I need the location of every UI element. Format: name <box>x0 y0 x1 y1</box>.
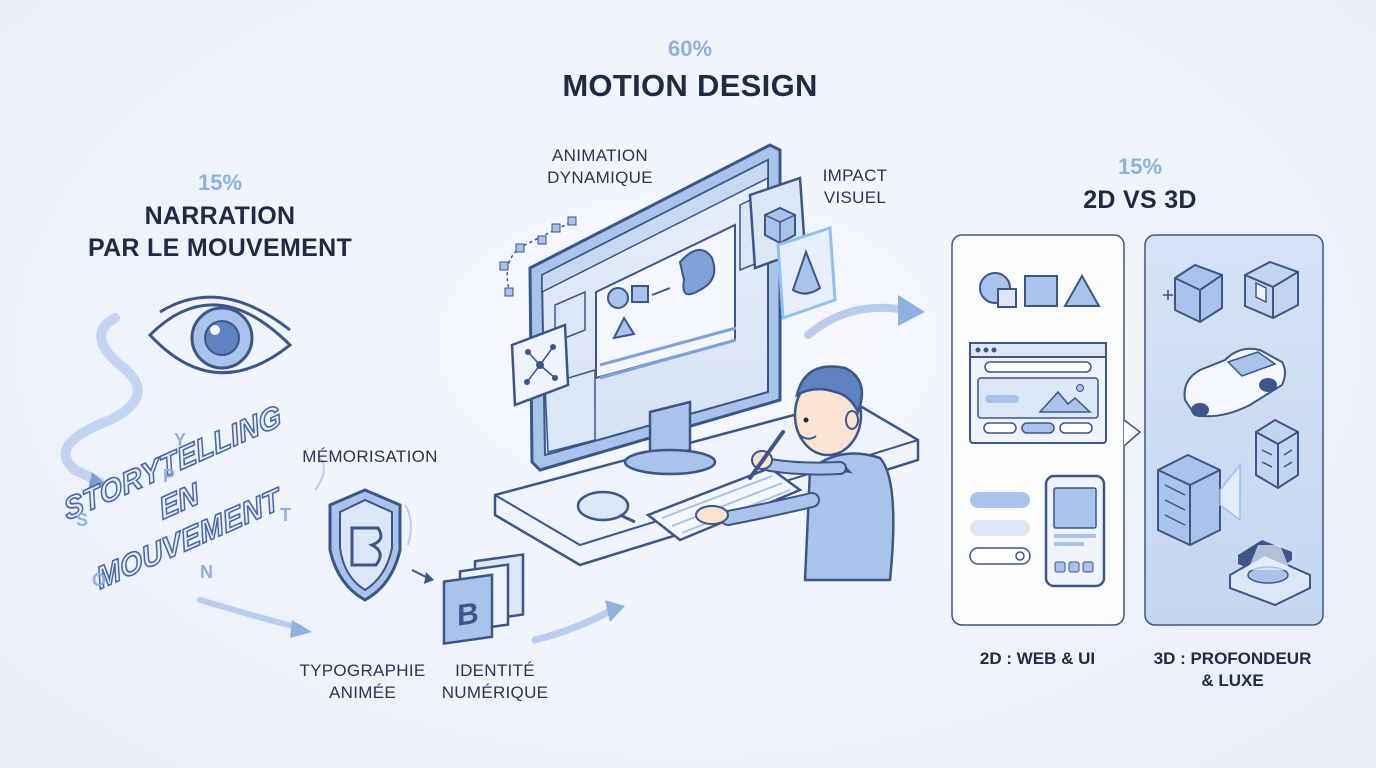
narration-percent: 15% <box>197 170 243 195</box>
label-typographie-animee: TYPOGRAPHIE ANIMÉE <box>290 660 435 704</box>
flow-arrow-middle <box>531 606 616 644</box>
label-impact-visuel: IMPACT VISUEL <box>800 165 910 209</box>
label-memorisation: MÉMORISATION <box>302 447 438 466</box>
logo-tiles: B <box>442 553 525 646</box>
caption-2d: 2D : WEB & UI <box>979 649 1096 668</box>
floating-letter-n: N <box>200 562 213 582</box>
svg-text:B: B <box>457 597 479 633</box>
flow-arrowhead-left <box>290 620 312 638</box>
label-identite-line1: IDENTITÉ <box>455 661 535 680</box>
floating-letter-o: O <box>92 570 107 590</box>
label-typographie-line1: TYPOGRAPHIE <box>299 661 426 680</box>
floating-letter-p: P <box>163 466 176 486</box>
flow-arrowhead-right <box>898 295 925 326</box>
label-animation-dynamique: ANIMATION DYNAMIQUE <box>530 145 670 189</box>
motion-path-icon <box>499 216 577 297</box>
flow-arrow-right <box>804 303 909 339</box>
motion-design-title: MOTION DESIGN <box>562 68 818 103</box>
label-typographie-line2: ANIMÉE <box>329 683 396 702</box>
floating-letter-y: Y <box>174 430 187 450</box>
label-animation-line2: DYNAMIQUE <box>547 168 653 187</box>
car-icon <box>1183 347 1286 418</box>
label-impact-line1: IMPACT <box>822 166 888 185</box>
wireframe-cube-icon <box>1163 263 1223 324</box>
label-identite-line2: NUMÉRIQUE <box>441 683 549 702</box>
floating-letter-s: S <box>76 510 89 530</box>
small-arrowhead <box>424 572 434 584</box>
cone-icon <box>776 225 837 321</box>
label-identite-numerique: IDENTITÉ NUMÉRIQUE <box>430 660 560 704</box>
motion-design-percent: 60% <box>667 36 713 61</box>
caption-3d-line1: 3D : PROFONDEUR <box>1153 649 1312 668</box>
cube-icon-3d <box>1244 260 1299 320</box>
label-animation-line1: ANIMATION <box>552 146 648 165</box>
monitor <box>528 143 782 476</box>
panel-2d <box>951 234 1142 626</box>
flow-arrow-left <box>197 597 303 631</box>
panel-3d <box>1144 234 1324 626</box>
narration-title-line2: PAR LE MOUVEMENT <box>87 234 353 262</box>
shield-icon <box>314 457 412 602</box>
hologram-icon <box>1229 540 1311 607</box>
designer-character <box>695 365 895 582</box>
dimensions-percent: 15% <box>1117 154 1163 179</box>
caption-3d-line2: & LUXE <box>1201 671 1264 690</box>
magnifier-icon <box>576 490 636 524</box>
flow-arrowhead-middle <box>605 600 625 622</box>
floating-letter-t: T <box>280 505 291 525</box>
eye-icon <box>147 295 293 375</box>
swirl-arrow <box>60 313 143 490</box>
label-impact-line2: VISUEL <box>823 188 887 207</box>
narration-title: NARRATION PAR LE MOUVEMENT <box>60 200 380 264</box>
keyboard <box>645 466 803 542</box>
building-icon <box>1157 418 1299 547</box>
dimensions-title: 2D VS 3D <box>1083 186 1197 214</box>
caption-3d: 3D : PROFONDEUR & LUXE <box>1140 648 1325 692</box>
network-icon <box>510 323 570 407</box>
narration-title-line1: NARRATION <box>144 202 296 230</box>
